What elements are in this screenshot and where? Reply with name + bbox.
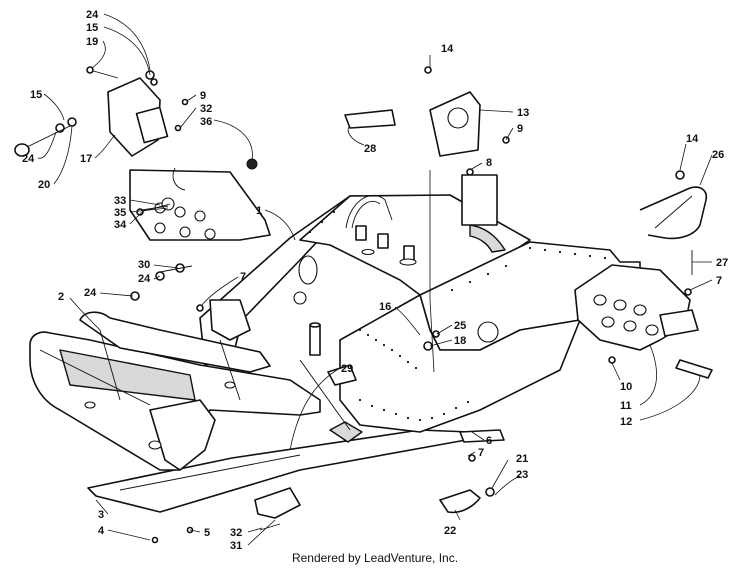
callout-c6: 32 — [200, 103, 212, 115]
callout-c34: 11 — [620, 400, 632, 412]
callout-c24: 24 — [84, 287, 97, 299]
callout-c42: 5 — [204, 527, 210, 539]
callout-c8: 17 — [80, 153, 92, 165]
callout-c13: 34 — [114, 219, 127, 231]
callout-c9: 24 — [22, 153, 35, 165]
callout-c27: 16 — [379, 301, 391, 313]
callout-c5: 9 — [200, 90, 206, 102]
front-subframe — [29, 299, 321, 471]
callout-c36: 6 — [486, 435, 492, 447]
callout-labels: 24 15 19 15 9 32 36 17 24 20 33 35 34 1 … — [22, 9, 728, 552]
callout-c16: 13 — [517, 107, 529, 119]
hardware-set — [14, 66, 693, 544]
callout-c18: 28 — [364, 143, 376, 155]
callout-c43: 32 — [230, 527, 242, 539]
lower-brackets — [254, 364, 505, 519]
callout-c17: 9 — [517, 123, 523, 135]
callout-c30: 27 — [716, 257, 728, 269]
upper-left-bracket — [107, 77, 271, 241]
upper-plates — [344, 91, 498, 226]
callout-c2: 15 — [86, 22, 98, 34]
callout-c22: 30 — [138, 259, 150, 271]
callout-c35: 12 — [620, 416, 632, 428]
callout-c15: 14 — [441, 43, 454, 55]
right-footrest — [574, 186, 713, 379]
callout-c7: 36 — [200, 116, 212, 128]
callout-c10: 20 — [38, 179, 50, 191]
callout-c39: 23 — [516, 469, 528, 481]
callout-c14: 1 — [256, 205, 262, 217]
callout-c4: 15 — [30, 89, 42, 101]
callout-c21: 26 — [712, 149, 724, 161]
callout-c29: 18 — [454, 335, 466, 347]
callout-c28: 25 — [454, 320, 466, 332]
footer-credit: Rendered by LeadVenture, Inc. — [291, 551, 459, 565]
callout-c37: 7 — [478, 447, 484, 459]
callout-c45: 22 — [444, 525, 456, 537]
callout-c25: 7 — [240, 271, 246, 283]
callout-c3: 19 — [86, 36, 98, 48]
callout-c41: 4 — [98, 525, 105, 537]
callout-c19: 8 — [486, 157, 492, 169]
callout-c12: 35 — [114, 207, 126, 219]
callout-c23: 24 — [138, 273, 151, 285]
callout-c40: 3 — [98, 509, 104, 521]
callout-c33: 10 — [620, 381, 632, 393]
callout-c1: 24 — [86, 9, 99, 21]
callout-c32: 29 — [341, 363, 353, 375]
callout-c44: 31 — [230, 540, 242, 552]
callout-c31: 7 — [716, 275, 722, 287]
callout-c11: 33 — [114, 195, 126, 207]
callout-c38: 21 — [516, 453, 528, 465]
callout-c20: 14 — [686, 133, 699, 145]
leader-lines — [37, 13, 713, 546]
callout-c26: 2 — [58, 291, 64, 303]
